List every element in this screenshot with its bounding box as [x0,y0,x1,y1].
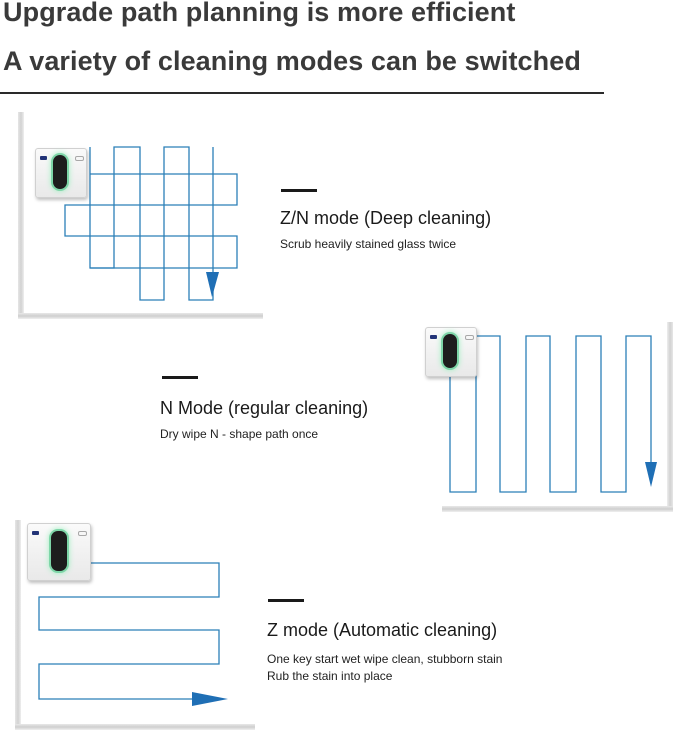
mode-desc-n-line1: Dry wipe N - shape path once [160,427,319,441]
mode-desc-zn-line1: Scrub heavily stained glass twice [280,237,457,251]
window-frame-bottom [15,724,255,730]
mode-title-z: Z mode (Automatic cleaning) [267,620,498,640]
mode-dash-n [162,376,198,379]
headline-path-planning: Upgrade path planning is more efficient [3,0,516,27]
window-cleaning-robot-icon [35,148,87,198]
window-frame-bottom [442,506,673,512]
mode-dash-z [268,599,304,602]
window-frame-bottom [18,313,263,319]
arrow-right-icon [192,692,228,706]
window-frame-left [15,520,21,730]
window-cleaning-robot-icon [27,523,91,581]
mode-desc-z-line2: Rub the stain into place [267,669,393,683]
window-cleaning-robot-icon [425,327,477,377]
window-frame-left [18,112,24,319]
mode-dash-zn [281,189,317,192]
arrow-down-icon [206,272,219,297]
mode-title-n: N Mode (regular cleaning) [160,398,369,418]
header-divider [0,92,604,94]
window-frame-right [667,322,673,512]
arrow-down-icon [645,462,657,487]
headline-cleaning-modes: A variety of cleaning modes can be switc… [3,46,581,76]
mode-desc-z-line1: One key start wet wipe clean, stubborn s… [267,652,503,666]
mode-title-zn: Z/N mode (Deep cleaning) [280,208,492,228]
